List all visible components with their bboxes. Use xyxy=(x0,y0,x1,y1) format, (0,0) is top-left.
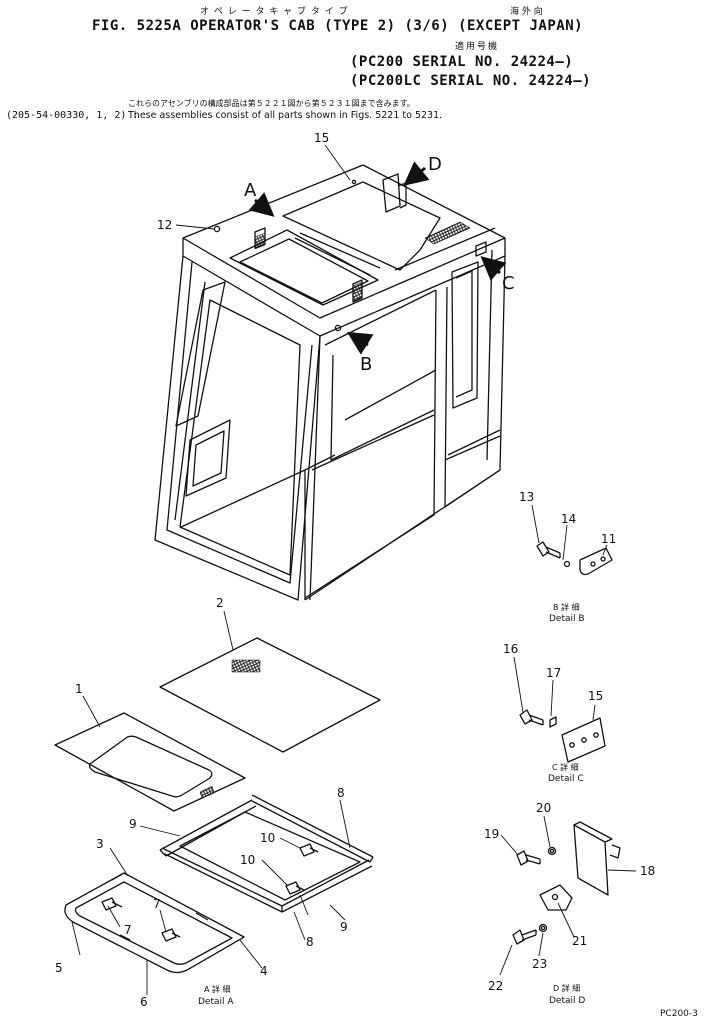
jp-title: オ ペ レ ー タ キ ャ ブ タ イ プ xyxy=(200,7,349,17)
callout-8-upper: 8 xyxy=(337,786,345,800)
callout-7-left: 7 xyxy=(124,923,132,937)
detail-d-parts xyxy=(512,821,621,945)
callout-6: 6 xyxy=(140,995,148,1009)
view-label-a: A xyxy=(244,180,257,201)
note-text: These assemblies consist of all parts sh… xyxy=(128,110,443,121)
callout-13: 13 xyxy=(519,490,534,504)
callout-14: 14 xyxy=(561,512,576,526)
detail-c-en: Detail C xyxy=(548,774,584,784)
detail-a-seals xyxy=(64,872,245,974)
callout-16: 16 xyxy=(503,642,518,656)
view-label-b: B xyxy=(360,354,372,375)
callout-9-upper: 9 xyxy=(129,817,137,831)
detail-b-parts xyxy=(536,541,613,576)
part-8-9-seals xyxy=(159,794,374,913)
roof-window-mesh xyxy=(254,232,266,250)
roof-window-mesh-2 xyxy=(352,281,363,302)
callout-23: 23 xyxy=(532,957,547,971)
callout-11: 11 xyxy=(601,532,616,546)
callout-18: 18 xyxy=(640,864,655,878)
cab-frame xyxy=(154,164,506,601)
detail-a-en: Detail A xyxy=(198,997,234,1007)
detail-b-en: Detail B xyxy=(549,614,585,624)
callout-12: 12 xyxy=(157,218,172,232)
callout-22: 22 xyxy=(488,979,503,993)
roof-mesh-patch xyxy=(424,221,471,245)
callout-20: 20 xyxy=(536,801,551,815)
detail-d-en: Detail D xyxy=(549,996,585,1006)
screws xyxy=(101,843,319,942)
callout-10-lower: 10 xyxy=(240,853,255,867)
part-2-panel xyxy=(159,637,381,753)
jp-note: これらのアセンブリの構成部品は第５２２１図から第５２３１図まで含みます。 xyxy=(128,99,415,108)
callout-8-lower: 8 xyxy=(306,935,314,949)
note-code: (205-54-00330, 1, 2) : xyxy=(6,110,139,121)
callout-17: 17 xyxy=(546,666,561,680)
callout-4: 4 xyxy=(260,964,268,978)
view-arrows xyxy=(248,161,507,355)
figure-title: FIG. 5225A OPERATOR'S CAB (TYPE 2) (3/6)… xyxy=(92,18,584,34)
callout-15-detail: 15 xyxy=(588,689,603,703)
page-code: PC200-3 xyxy=(660,1009,698,1019)
part-1-window-panel xyxy=(54,712,246,812)
detail-a-jp: A 詳 細 xyxy=(204,984,231,994)
callout-10-upper: 10 xyxy=(260,831,275,845)
callout-19: 19 xyxy=(484,827,499,841)
jp-applicable-label: 適用号機 xyxy=(455,42,500,52)
callout-2: 2 xyxy=(216,596,224,610)
callout-15-top: 15 xyxy=(314,131,329,145)
callout-21: 21 xyxy=(572,934,587,948)
view-label-c: C xyxy=(502,273,515,294)
detail-d-jp: D 詳 細 xyxy=(553,983,580,993)
callout-5: 5 xyxy=(55,961,63,975)
detail-c-parts xyxy=(519,709,606,763)
detail-c-jp: C 詳 細 xyxy=(552,762,579,772)
serial-line-pc200: (PC200 SERIAL NO. 24224–) xyxy=(350,54,574,70)
callout-1: 1 xyxy=(75,682,83,696)
leader-lines xyxy=(71,144,637,995)
callout-9-lower: 9 xyxy=(340,920,348,934)
view-label-d: D xyxy=(428,154,442,175)
jp-title-right: 海 外 向 xyxy=(510,7,543,17)
serial-line-pc200lc: (PC200LC SERIAL NO. 24224–) xyxy=(350,73,592,89)
detail-b-jp: B 詳 細 xyxy=(553,602,580,612)
callout-3: 3 xyxy=(96,837,104,851)
labels: A D C B 15 12 2 1 8 9 10 10 3 8 9 7 7 5 … xyxy=(55,131,698,1019)
callout-7-right: 7 xyxy=(153,897,161,911)
